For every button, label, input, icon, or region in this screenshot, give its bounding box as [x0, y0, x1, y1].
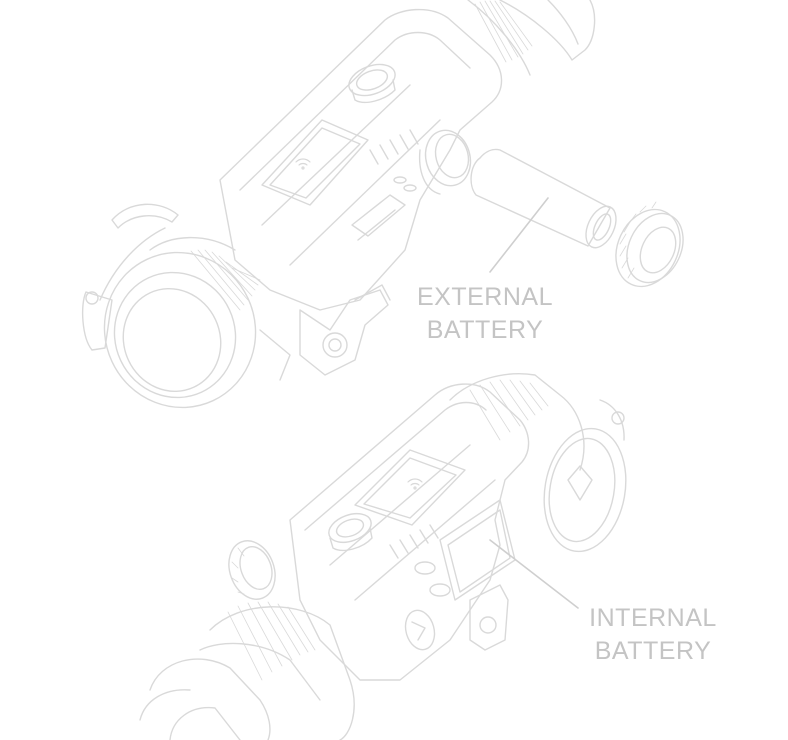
- internal-battery-leader: [489, 539, 579, 609]
- bottom-focus-wheel: [228, 540, 276, 600]
- external-battery-label: EXTERNAL BATTERY: [414, 281, 556, 347]
- bottom-mount: [469, 584, 509, 651]
- top-dial: [348, 63, 396, 104]
- eyepiece-top: [467, 0, 596, 76]
- internal-battery-label: INTERNAL BATTERY: [584, 602, 722, 668]
- internal-battery-label-line1: INTERNAL: [589, 604, 717, 632]
- top-panel: [261, 119, 369, 206]
- bottom-panel: [354, 449, 466, 526]
- external-battery-label-line1: EXTERNAL: [417, 283, 553, 311]
- external-battery-label-line2: BATTERY: [426, 316, 544, 344]
- external-battery-leader: [489, 197, 549, 273]
- external-battery: [470, 148, 617, 249]
- top-lens-cap: [81, 203, 179, 351]
- wifi-icon-bottom: [407, 478, 423, 490]
- bottom-dial: [328, 512, 373, 552]
- top-mount: [259, 284, 391, 381]
- bottom-side-buttons: [389, 524, 439, 559]
- internal-battery-compartment: [404, 499, 516, 651]
- top-battery-port: [418, 129, 472, 195]
- thermal-scope-external: [81, 0, 596, 409]
- top-side-buttons: [369, 129, 419, 165]
- bottom-objective: [449, 373, 627, 553]
- top-body-outline: [219, 8, 503, 311]
- internal-battery-label-line2: BATTERY: [594, 637, 712, 665]
- bottom-eyepiece: [139, 601, 355, 740]
- battery-cap: [615, 201, 684, 288]
- wifi-icon-top: [295, 158, 311, 170]
- thermal-scope-internal: [139, 373, 627, 740]
- top-objective: [103, 236, 261, 409]
